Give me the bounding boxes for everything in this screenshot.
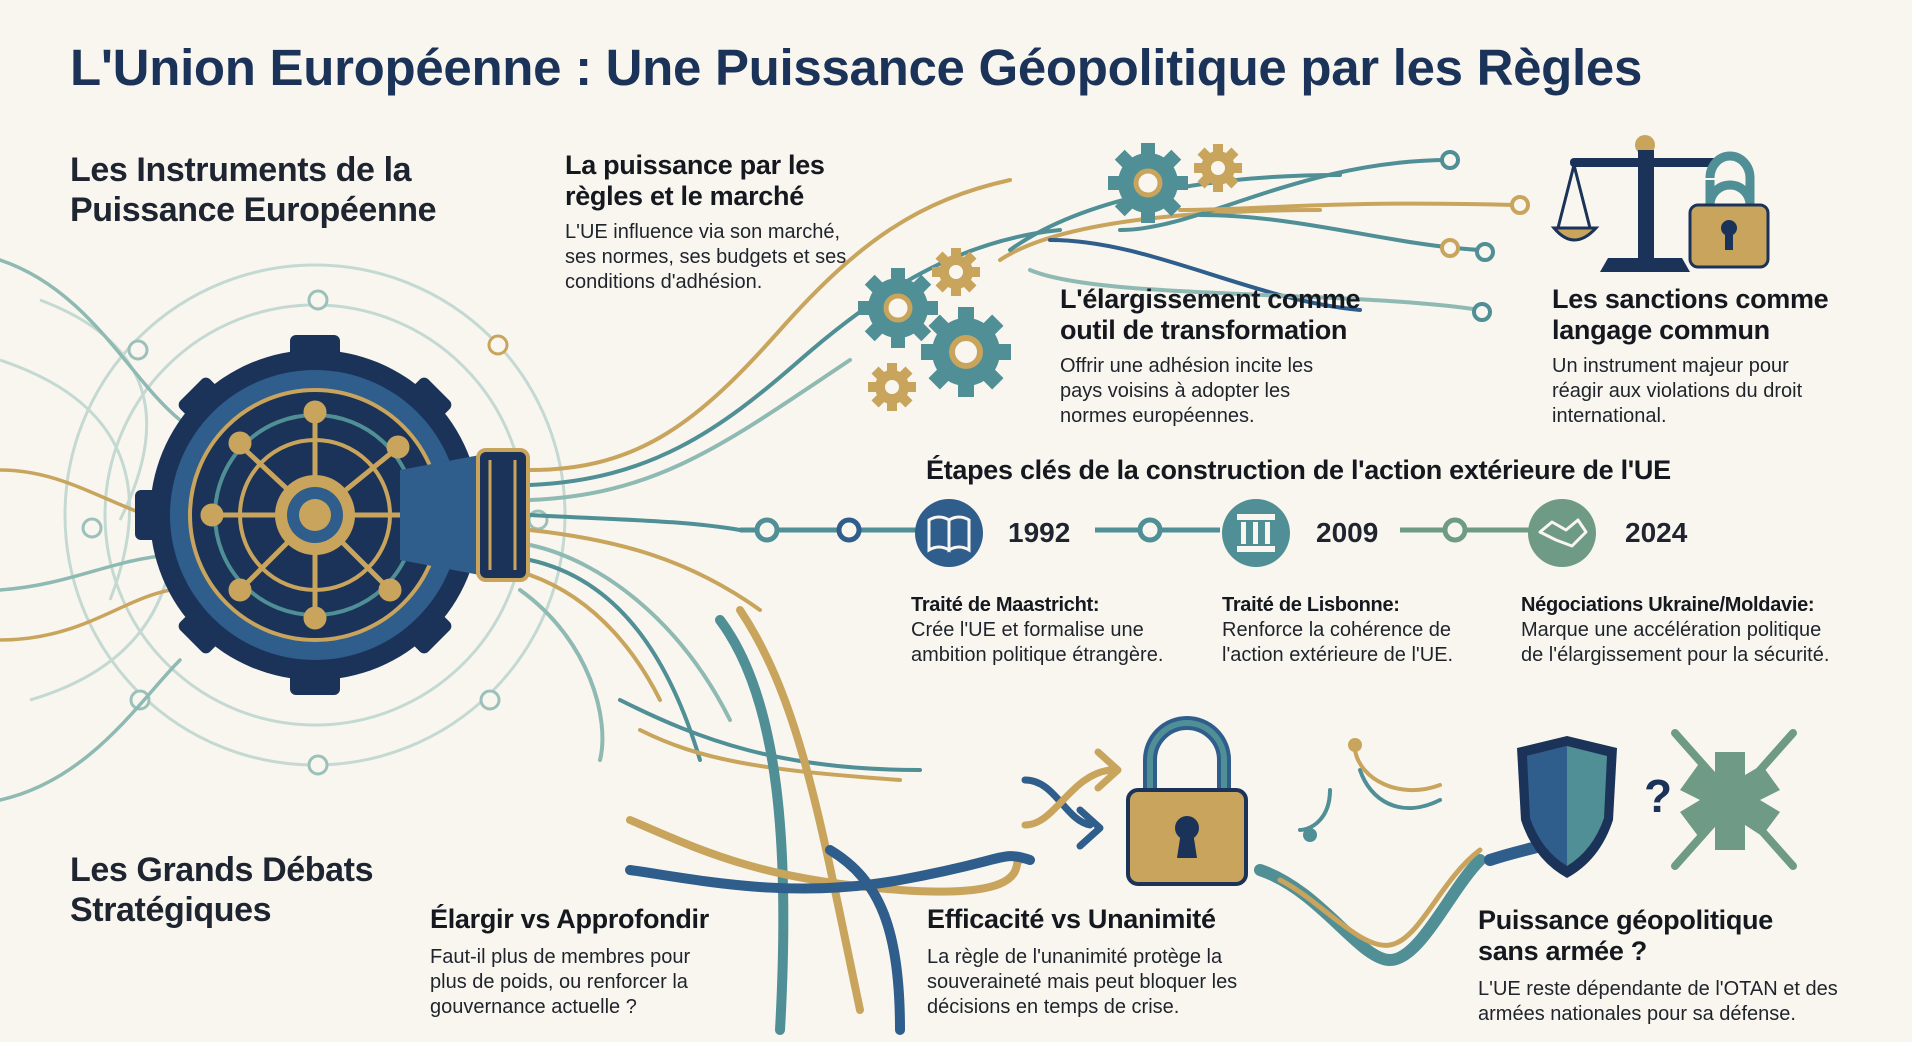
instrument-body-line: pays voisins à adopter les [1060,380,1291,402]
instrument-body-line: normes européennes. [1060,405,1255,427]
instrument-body: L'UE influence via son marché, ses norme… [565,220,925,295]
debate-body-line: plus de poids, ou renforcer la [430,971,688,993]
milestone-body-line: ambition politique étrangère. [911,644,1164,666]
column-icon [1222,499,1290,567]
network-lines-icon [1440,150,1530,322]
debate-title-line: sans armée ? [1478,936,1647,966]
debate-body: L'UE reste dépendante de l'OTAN et des a… [1478,977,1898,1027]
debate-block-unanimite: Efficacité vs Unanimité La règle de l'un… [927,904,1287,1020]
milestone-year: 2009 [1316,517,1379,548]
milestone-body: Marque une accélération politique de l'é… [1521,618,1901,668]
instrument-title-line: L'élargissement comme [1060,284,1361,314]
instrument-body-line: conditions d'adhésion. [565,271,763,293]
debate-body-line: décisions en temps de crise. [927,996,1180,1018]
instrument-body-line: L'UE influence via son marché, [565,221,841,243]
instrument-body-line: ses normes, ses budgets et ses [565,246,847,268]
debate-body-line: La règle de l'unanimité protège la [927,946,1223,968]
debate-block-elargir: Élargir vs Approfondir Faut-il plus de m… [430,904,760,1020]
scales-padlock-icon [1550,135,1770,272]
open-book-icon [915,499,983,567]
instrument-title-line: outil de transformation [1060,315,1348,345]
debate-body-line: Faut-il plus de membres pour [430,946,691,968]
milestone-year: 1992 [1008,517,1071,548]
diverging-paths-icon [1021,748,1122,850]
instrument-block-rules: La puissance par les règles et le marché… [565,150,925,295]
debate-title: Élargir vs Approfondir [430,904,709,934]
flow-lines [518,158,1517,782]
milestone-body: Renforce la cohérence de l'action extéri… [1222,618,1512,668]
instrument-title: La puissance par les règles et le marché [565,150,925,212]
milestone-body-line: Marque une accélération politique [1521,619,1822,641]
milestone-body: Crée l'UE et formalise une ambition poli… [911,618,1201,668]
instruments-heading-line: Les Instruments de la [70,151,412,189]
debates-heading-line: Stratégiques [70,891,272,929]
instrument-block-sanctions: Les sanctions comme langage commun Un in… [1552,284,1892,429]
debates-heading: Les Grands Débats Stratégiques [70,850,373,930]
instrument-body-line: Un instrument majeur pour [1552,355,1789,377]
instrument-body: Offrir une adhésion incite les pays vois… [1060,354,1400,429]
question-mark-icon: ? [1644,770,1672,822]
milestone-year: 2024 [1625,517,1688,548]
milestone-maastricht: Traité de Maastricht: Crée l'UE et forma… [911,593,1201,668]
shield-icon [1517,736,1617,878]
left-flow-lines [0,258,182,802]
instrument-title: L'élargissement comme outil de transform… [1060,284,1400,346]
milestone-title: Négociations Ukraine/Moldavie: [1521,594,1815,616]
debate-body-line: gouvernance actuelle ? [430,996,637,1018]
milestone-body-line: Renforce la cohérence de [1222,619,1452,641]
page-title: L'Union Européenne : Une Puissance Géopo… [70,39,1643,96]
crossed-gear-icon [1671,729,1797,870]
central-gear-icon [135,335,530,695]
instrument-block-enlargement: L'élargissement comme outil de transform… [1060,284,1400,429]
debate-ribbons [625,606,1566,1035]
instrument-title: Les sanctions comme langage commun [1552,284,1892,346]
debate-body: La règle de l'unanimité protège la souve… [927,945,1287,1020]
instruments-heading: Les Instruments de la Puissance Européen… [70,150,437,230]
milestone-body-line: Crée l'UE et formalise une [911,619,1144,641]
milestone-body-line: l'action extérieure de l'UE. [1222,644,1454,666]
milestone-ukraine-moldavie: Négociations Ukraine/Moldavie: Marque un… [1521,593,1901,668]
debate-body-line: souveraineté mais peut bloquer les [927,971,1238,993]
timeline-dots [754,517,1468,543]
milestone-title: Traité de Lisbonne: [1222,594,1400,616]
milestone-title: Traité de Maastricht: [911,594,1100,616]
debate-title: Puissance géopolitique sans armée ? [1478,905,1898,967]
instruments-heading-line: Puissance Européenne [70,191,437,229]
instrument-body-line: international. [1552,405,1667,427]
timeline-heading: Étapes clés de la construction de l'acti… [926,455,1671,485]
debate-block-armee: Puissance géopolitique sans armée ? L'UE… [1478,905,1898,1027]
padlock-icon [1126,716,1248,886]
milestone-body-line: de l'élargissement pour la sécurité. [1521,644,1830,666]
instrument-body-line: Offrir une adhésion incite les [1060,355,1314,377]
debate-title: Efficacité vs Unanimité [927,904,1216,934]
debate-body: Faut-il plus de membres pour plus de poi… [430,945,760,1020]
debates-heading-line: Les Grands Débats [70,851,374,889]
instrument-body: Un instrument majeur pour réagir aux vio… [1552,354,1892,429]
instrument-title-line: langage commun [1552,315,1770,345]
background-nodes [81,289,549,776]
debate-body-line: L'UE reste dépendante de l'OTAN et des [1478,978,1838,1000]
instrument-title-line: règles et le marché [565,181,804,211]
instrument-title-line: La puissance par les [565,150,825,180]
instrument-body-line: réagir aux violations du droit [1552,380,1803,402]
milestone-lisbonne: Traité de Lisbonne: Renforce la cohérenc… [1222,593,1512,668]
debate-title-line: Puissance géopolitique [1478,905,1773,935]
handshake-icon [1528,499,1596,567]
debate-body-line: armées nationales pour sa défense. [1478,1003,1796,1025]
instrument-title-line: Les sanctions comme [1552,284,1829,314]
